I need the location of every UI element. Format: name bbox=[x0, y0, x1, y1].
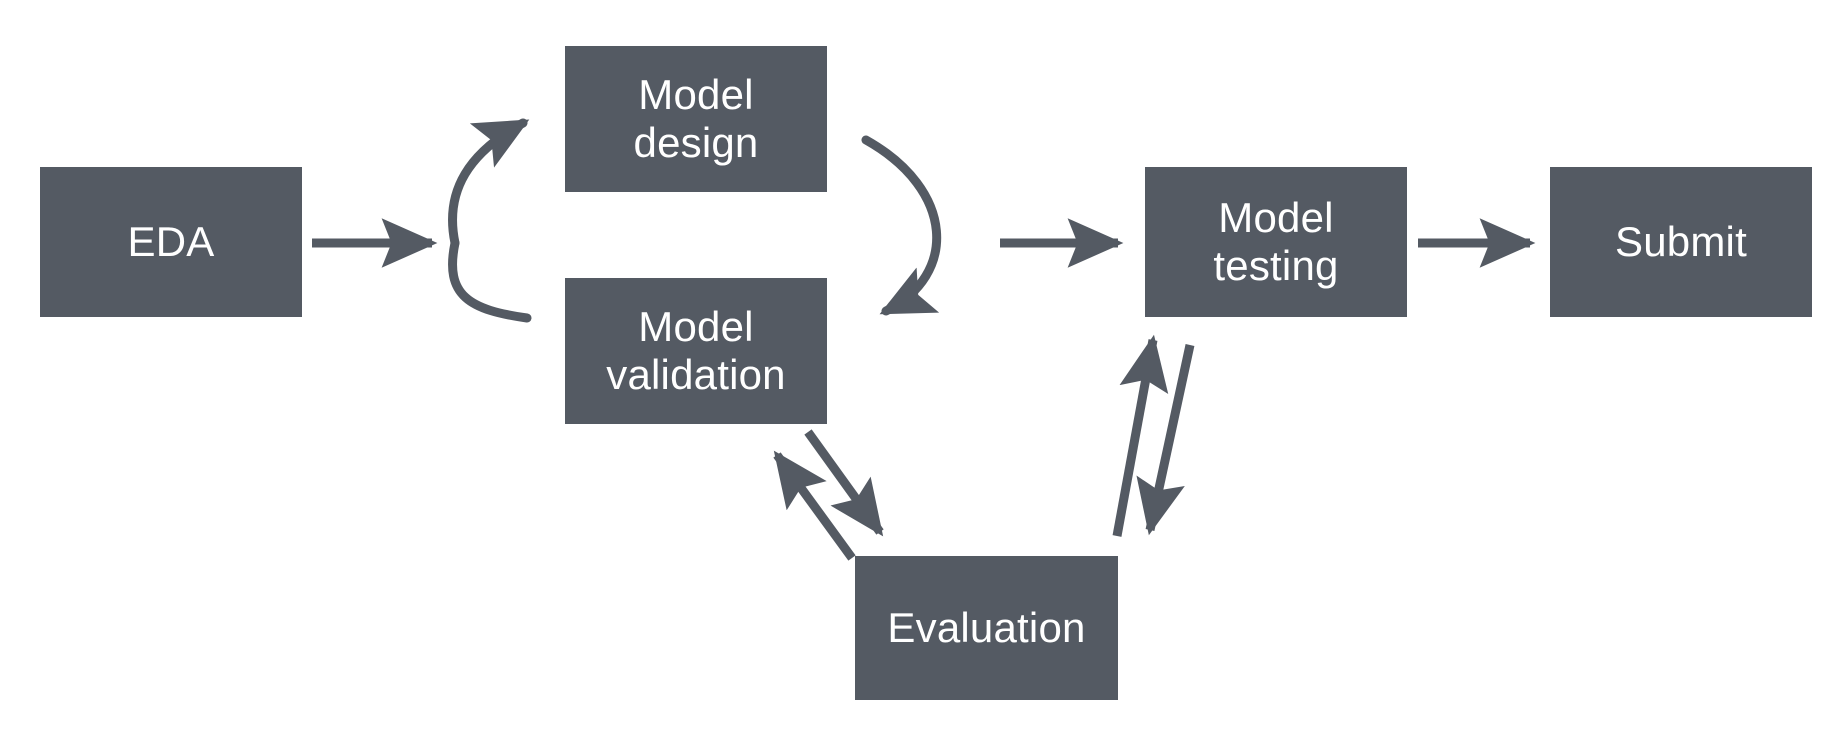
edge-split-down-to-model-validation bbox=[448, 238, 532, 323]
edge-model-validation-to-evaluation bbox=[804, 429, 884, 537]
edge-split-up-to-model-design bbox=[448, 118, 530, 248]
node-model-testing-label-line-2: testing bbox=[1213, 242, 1339, 289]
node-eda[interactable]: EDA bbox=[40, 167, 302, 317]
edge-evaluation-to-model-testing bbox=[1112, 334, 1169, 537]
node-model-design-label-line-2: design bbox=[633, 119, 759, 166]
node-model-validation[interactable]: Model validation bbox=[565, 278, 827, 424]
node-evaluation-label-line-1: Evaluation bbox=[887, 604, 1086, 652]
node-evaluation[interactable]: Evaluation bbox=[855, 556, 1118, 700]
edge-model-design-to-model-validation bbox=[861, 135, 942, 316]
node-model-testing[interactable]: Model testing bbox=[1145, 167, 1407, 317]
node-submit[interactable]: Submit bbox=[1550, 167, 1812, 317]
node-model-design[interactable]: Model design bbox=[565, 46, 827, 192]
node-model-validation-label-line-1: Model bbox=[638, 303, 754, 351]
node-eda-label-line-1: EDA bbox=[127, 218, 215, 266]
node-model-design-label-line-1: Model bbox=[638, 71, 754, 119]
edge-model-testing-to-evaluation bbox=[1136, 344, 1195, 536]
edge-evaluation-to-model-validation bbox=[773, 450, 856, 561]
node-submit-label-line-1: Submit bbox=[1615, 218, 1747, 266]
node-model-testing-label-line-1: Model bbox=[1218, 194, 1334, 242]
node-model-validation-label-line-2: validation bbox=[606, 351, 786, 398]
